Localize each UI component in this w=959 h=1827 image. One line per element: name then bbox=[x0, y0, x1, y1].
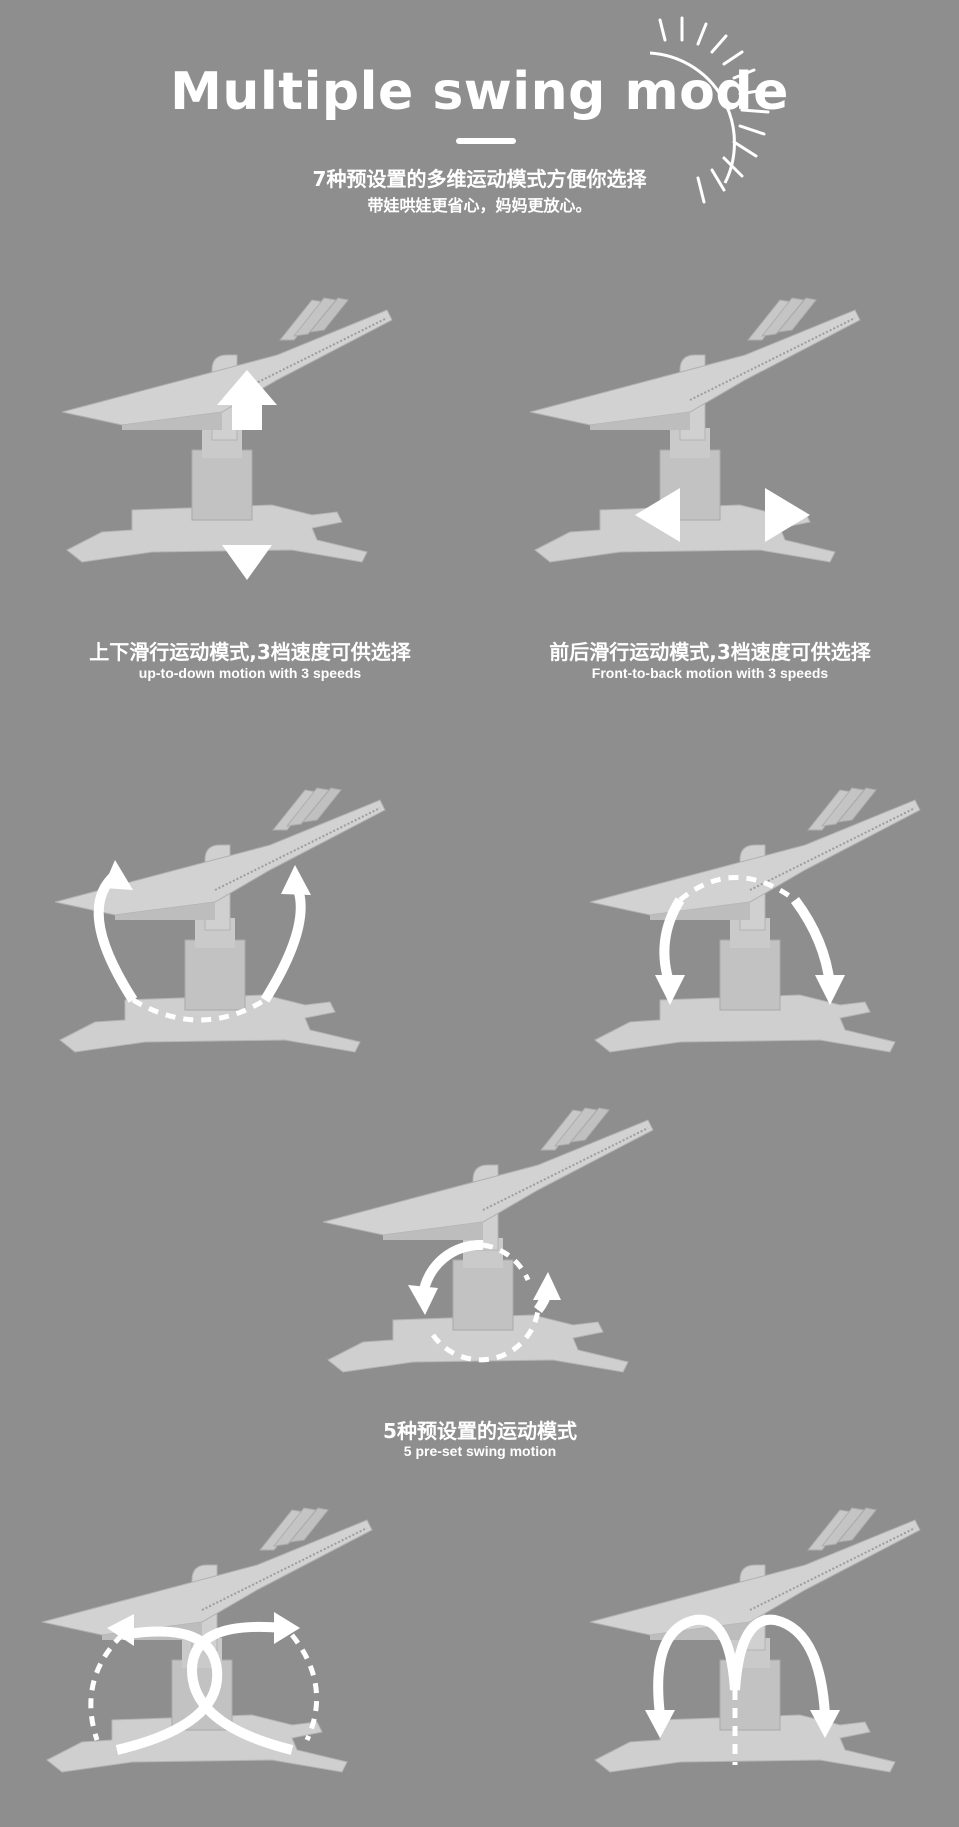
page-title: Multiple swing mode bbox=[170, 62, 789, 122]
preset-circular-illustration bbox=[322, 1107, 654, 1373]
bouncer-up-down-illustration bbox=[61, 297, 393, 580]
preset-caption-en: 5 pre-set swing motion bbox=[403, 1443, 557, 1459]
subtitle-cn: 7种预设置的多维运动模式方便你选择 bbox=[312, 167, 647, 191]
mode-updown-caption-cn: 上下滑行运动模式,3档速度可供选择 bbox=[89, 640, 411, 664]
mode-frontback-caption-en: Front-to-back motion with 3 speeds bbox=[591, 665, 829, 681]
mode-updown-caption-en: up-to-down motion with 3 speeds bbox=[138, 665, 362, 681]
arrow-right-icon bbox=[765, 488, 810, 542]
title-underline bbox=[456, 138, 516, 144]
subtitle2-cn: 带娃哄娃更省心，妈妈更放心。 bbox=[367, 196, 592, 215]
sun-rays-icon bbox=[649, 16, 770, 204]
bouncer-front-back-illustration bbox=[529, 297, 861, 563]
mode-frontback-caption-cn: 前后滑行运动模式,3档速度可供选择 bbox=[549, 640, 871, 664]
preset-double-arch-illustration bbox=[589, 1507, 921, 1773]
arrow-down-icon bbox=[222, 545, 272, 580]
arrow-up-icon bbox=[217, 370, 277, 430]
preset-figure-eight-illustration bbox=[41, 1507, 373, 1773]
preset-swing-arc-illustration bbox=[54, 787, 386, 1053]
arrow-left-icon bbox=[635, 488, 680, 542]
preset-caption-cn: 5种预设置的运动模式 bbox=[383, 1419, 577, 1443]
preset-dome-arc-illustration bbox=[589, 787, 921, 1053]
